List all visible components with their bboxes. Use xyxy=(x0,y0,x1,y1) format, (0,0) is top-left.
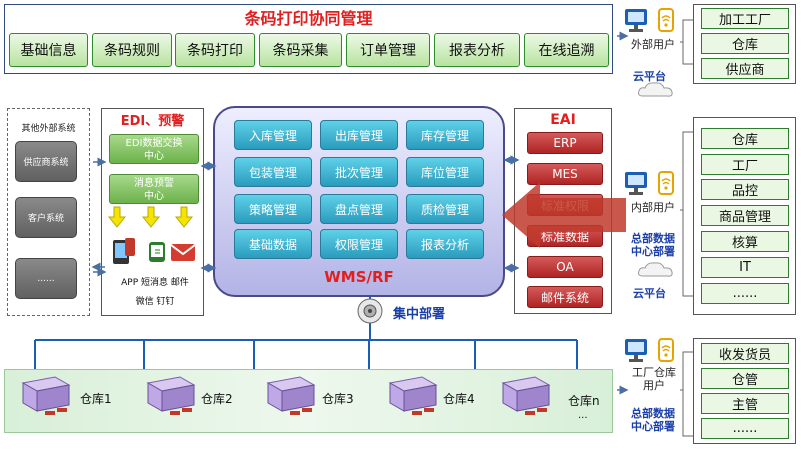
computer-icon xyxy=(625,338,674,362)
server-icon xyxy=(357,298,383,324)
external-systems-frame xyxy=(7,108,90,316)
factory-group: 收发货员 仓管 主管 ...... xyxy=(693,338,796,444)
wms-permissions[interactable]: 权限管理 xyxy=(320,229,398,259)
external-systems-title: 其他外部系统 xyxy=(21,124,76,134)
eai-title: EAI xyxy=(550,112,576,128)
eai-mes[interactable]: MES xyxy=(527,163,603,185)
channels-caption-2: 微信 钉钉 xyxy=(135,297,175,307)
group-item: 仓库 xyxy=(701,128,789,149)
internal-group: 仓库 工厂 品控 商品管理 核算 IT ...... xyxy=(693,117,796,315)
wms-inbound[interactable]: 入库管理 xyxy=(234,120,312,150)
cloud-label-2: 云平台 xyxy=(633,287,666,300)
scanner-icon xyxy=(146,376,196,415)
module-report[interactable]: 报表分析 xyxy=(434,33,520,67)
eai-erp[interactable]: ERP xyxy=(527,132,603,154)
wms-label: WMS/RF xyxy=(324,268,394,286)
wms-strategy[interactable]: 策略管理 xyxy=(234,194,312,224)
group-item: 供应商 xyxy=(701,58,789,79)
group-item: 收发货员 xyxy=(701,343,789,364)
red-arrow xyxy=(502,182,626,248)
edi-exchange-center[interactable]: EDI数据交换中心 xyxy=(109,134,199,164)
down-arrows xyxy=(108,206,194,228)
cloud-icon xyxy=(638,82,673,97)
wms-batch[interactable]: 批次管理 xyxy=(320,157,398,187)
warehouse-n-label: 仓库n xyxy=(568,394,600,408)
cloud-label-1: 云平台 xyxy=(633,70,666,83)
warehouse-more: ... xyxy=(578,410,588,421)
group-item: 品控 xyxy=(701,179,789,200)
hq-label: 总部数据中心部署 xyxy=(631,407,675,433)
module-barcode-print[interactable]: 条码打印 xyxy=(175,33,255,67)
channels-caption-1: APP 短消息 邮件 xyxy=(121,278,189,288)
scanner-icon xyxy=(21,376,71,415)
eai-mail[interactable]: 邮件系统 xyxy=(527,286,603,308)
central-deploy-label: 集中部署 xyxy=(393,307,446,322)
group-item: 商品管理 xyxy=(701,205,789,226)
group-item: 仓库 xyxy=(701,33,789,54)
group-item: ...... xyxy=(701,283,789,304)
wms-inventory[interactable]: 库存管理 xyxy=(406,120,484,150)
bracket-connector xyxy=(680,131,693,297)
wms-quality[interactable]: 质检管理 xyxy=(406,194,484,224)
module-barcode-collect[interactable]: 条码采集 xyxy=(259,33,342,67)
group-item: 核算 xyxy=(701,231,789,252)
wms-reports[interactable]: 报表分析 xyxy=(406,229,484,259)
group-item: 仓管 xyxy=(701,368,789,389)
group-item: 加工工厂 xyxy=(701,8,789,29)
bracket-connector xyxy=(680,19,693,65)
warehouse-1-label: 仓库1 xyxy=(80,392,112,406)
customer-system[interactable]: 客户系统 xyxy=(15,197,77,238)
warehouse-2-label: 仓库2 xyxy=(201,392,233,406)
external-user-label: 外部用户 xyxy=(631,38,675,51)
bracket-connector xyxy=(680,351,693,437)
message-alert-center[interactable]: 消息预警中心 xyxy=(109,174,199,204)
computer-icon xyxy=(625,171,674,195)
group-item: ...... xyxy=(701,418,789,439)
group-item: IT xyxy=(701,257,789,278)
edi-title: EDI、预警 xyxy=(120,114,185,129)
other-system[interactable]: ...... xyxy=(15,258,77,299)
external-group: 加工工厂 仓库 供应商 xyxy=(693,4,796,84)
computer-icon xyxy=(625,8,674,32)
scanner-icon xyxy=(388,376,438,415)
warehouse-3-label: 仓库3 xyxy=(322,392,354,406)
module-basic-info[interactable]: 基础信息 xyxy=(9,33,88,67)
warehouse-4-label: 仓库4 xyxy=(443,392,475,406)
scanner-icon xyxy=(266,376,316,415)
factory-user-label: 工厂仓库用户 xyxy=(632,366,676,392)
module-barcode-rules[interactable]: 条码规则 xyxy=(92,33,172,67)
internal-user-label: 内部用户 xyxy=(631,201,675,214)
wms-packaging[interactable]: 包装管理 xyxy=(234,157,312,187)
wms-outbound[interactable]: 出库管理 xyxy=(320,120,398,150)
module-trace[interactable]: 在线追溯 xyxy=(524,33,609,67)
top-title: 条码打印协同管理 xyxy=(244,9,373,28)
wms-location[interactable]: 库位管理 xyxy=(406,157,484,187)
eai-oa[interactable]: OA xyxy=(527,256,603,278)
wms-stocktake[interactable]: 盘点管理 xyxy=(320,194,398,224)
cloud-icon xyxy=(638,262,673,277)
supplier-system[interactable]: 供应商系统 xyxy=(15,141,77,182)
scanner-icon xyxy=(501,376,551,415)
wms-base-data[interactable]: 基础数据 xyxy=(234,229,312,259)
hq-label: 总部数据中心部署 xyxy=(631,232,675,258)
channel-icons xyxy=(113,238,196,264)
module-order-mgmt[interactable]: 订单管理 xyxy=(346,33,430,67)
group-item: 工厂 xyxy=(701,154,789,175)
group-item: 主管 xyxy=(701,393,789,414)
